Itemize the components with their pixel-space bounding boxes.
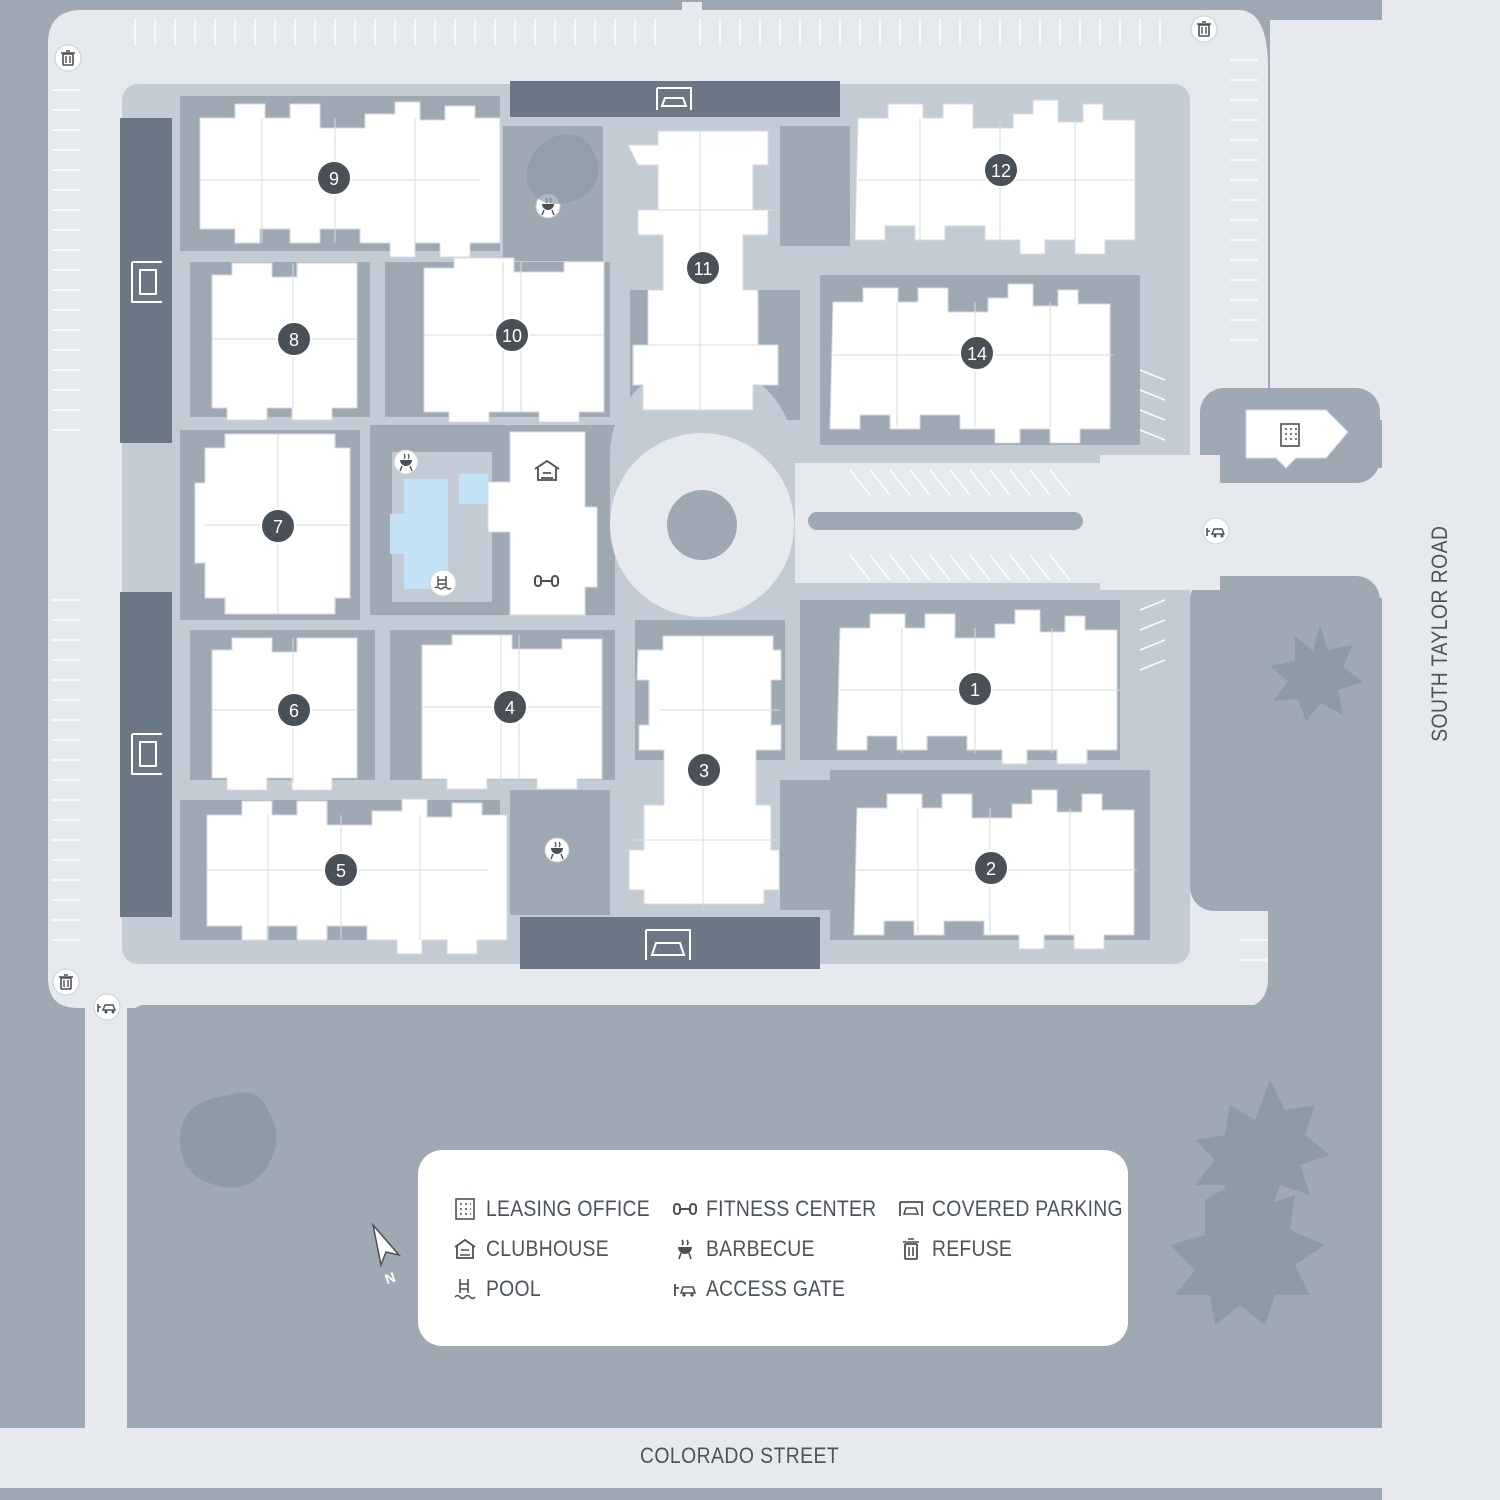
building-marker-3[interactable]: 3 xyxy=(686,752,722,788)
legend-label: CLUBHOUSE xyxy=(486,1236,609,1261)
building-marker-4[interactable]: 4 xyxy=(492,689,528,725)
building-number: 3 xyxy=(699,761,709,781)
clubhouse-icon xyxy=(452,1236,478,1262)
legend-item-leasing-office: LEASING OFFICE xyxy=(452,1194,672,1224)
building-marker-8[interactable]: 8 xyxy=(276,321,312,357)
road-label-east: SOUTH TAYLOR ROAD xyxy=(1427,525,1452,742)
legend-item-clubhouse: CLUBHOUSE xyxy=(452,1234,626,1264)
leasing-office-icon xyxy=(1280,423,1300,447)
building-marker-5[interactable]: 5 xyxy=(323,852,359,888)
building-marker-11[interactable]: 11 xyxy=(685,250,721,286)
building-number: 10 xyxy=(502,326,522,346)
legend-item-covered-parking: COVERED PARKING xyxy=(898,1194,1149,1224)
legend-label: COVERED PARKING xyxy=(932,1196,1123,1221)
legend-label: REFUSE xyxy=(932,1236,1013,1261)
legend-item-access-gate: ACCESS GATE xyxy=(672,1274,864,1304)
fitness-center-icon xyxy=(534,575,559,587)
legend-item-barbecue: BARBECUE xyxy=(672,1234,829,1264)
refuse-icon xyxy=(52,968,80,996)
pool-icon xyxy=(452,1276,478,1302)
legend-label: FITNESS CENTER xyxy=(706,1196,877,1221)
building-number: 9 xyxy=(329,169,339,189)
building-marker-6[interactable]: 6 xyxy=(276,692,312,728)
access-gate-icon xyxy=(93,993,121,1021)
map-legend: LEASING OFFICE FITNESS CENTER COVERED PA… xyxy=(418,1150,1128,1346)
legend-item-refuse: REFUSE xyxy=(898,1234,1023,1264)
building-number: 12 xyxy=(991,161,1011,181)
tree-icon xyxy=(180,134,1363,1325)
fitness-center-icon xyxy=(672,1196,698,1222)
building-number: 7 xyxy=(273,517,283,537)
legend-label: LEASING OFFICE xyxy=(486,1196,650,1221)
pool-icon xyxy=(429,569,457,597)
barbecue-icon xyxy=(544,837,570,863)
access-gate-icon xyxy=(672,1276,698,1302)
legend-label: BARBECUE xyxy=(706,1236,815,1261)
refuse-icon xyxy=(54,44,82,72)
building-marker-7[interactable]: 7 xyxy=(260,508,296,544)
access-gate-icon xyxy=(1202,517,1230,545)
road-label-south: COLORADO STREET xyxy=(640,1443,840,1468)
building-number: 5 xyxy=(336,861,346,881)
building-number: 2 xyxy=(986,859,996,879)
building-marker-10[interactable]: 10 xyxy=(494,317,530,353)
building-marker-12[interactable]: 12 xyxy=(983,152,1019,188)
legend-label: ACCESS GATE xyxy=(706,1276,846,1301)
barbecue-icon xyxy=(672,1236,698,1262)
legend-item-pool: POOL xyxy=(452,1274,548,1304)
building-marker-9[interactable]: 9 xyxy=(316,160,352,196)
covered-parking-icon xyxy=(131,87,692,960)
building-number: 14 xyxy=(967,344,987,364)
refuse-icon xyxy=(1190,15,1218,43)
barbecue-icon xyxy=(393,449,419,475)
refuse-icon xyxy=(898,1236,924,1262)
building-marker-1[interactable]: 1 xyxy=(957,671,993,707)
clubhouse-icon xyxy=(534,459,560,481)
covered-parking-icon xyxy=(898,1196,924,1222)
building-number: 6 xyxy=(289,701,299,721)
building-number: 1 xyxy=(970,680,980,700)
building-number: 8 xyxy=(289,330,299,350)
legend-item-fitness-center: FITNESS CENTER xyxy=(672,1194,900,1224)
building-number: 4 xyxy=(505,698,515,718)
legend-label: POOL xyxy=(486,1276,541,1301)
building-number: 11 xyxy=(694,259,713,279)
building-marker-2[interactable]: 2 xyxy=(973,850,1009,886)
leasing-office-icon xyxy=(452,1196,478,1222)
building-marker-14[interactable]: 14 xyxy=(959,335,995,371)
